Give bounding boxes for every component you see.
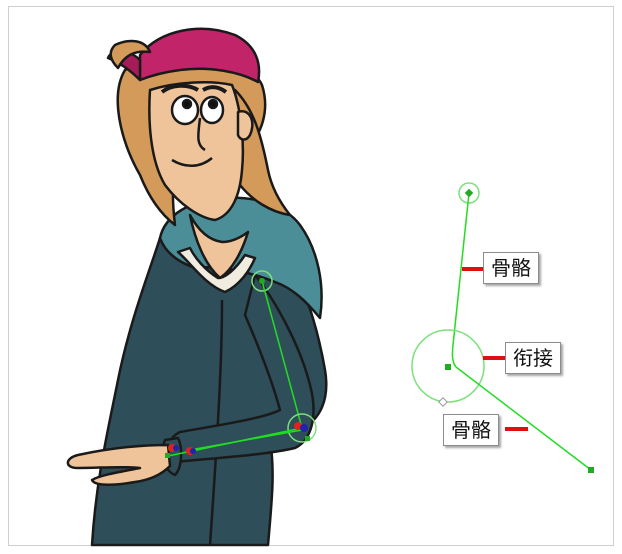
pivot-diamond-icon[interactable] [438,397,448,407]
forearm-bone-2[interactable] [189,429,303,451]
right-pupil [207,98,219,110]
joint-circle-icon[interactable] [411,329,485,403]
mouth [171,157,213,167]
label-bone-bottom: 骨骼 [443,414,499,446]
arm-rig [165,270,317,458]
label-bone-top: 骨骼 [483,252,539,284]
bone-rig-node-icon[interactable] [259,278,265,284]
bone-rig-node-icon[interactable] [165,453,170,458]
top-node-square[interactable] [464,188,474,198]
bone-bottom-line[interactable] [455,366,592,471]
upper-arm-bone[interactable] [261,280,303,429]
eyebrows [160,83,228,94]
hoodie-seam [208,299,224,546]
hair-bangs [109,39,152,70]
bone-rig-node-icon[interactable] [300,424,308,432]
shoulder-joint-circle[interactable] [251,270,273,292]
joint-node-square[interactable] [445,364,451,370]
nose [197,117,206,152]
bone-rig-node-icon[interactable] [190,448,196,454]
label-joint: 衔接 [505,342,561,374]
bone-rig-node-icon[interactable] [305,436,310,441]
bone-rig-node-icon[interactable] [173,445,179,451]
neck [188,213,250,280]
character [66,27,328,547]
shirt-collar [176,246,257,294]
ear [236,110,254,141]
top-joint-circle[interactable] [458,182,480,204]
elbow-joint-circle[interactable] [287,413,317,443]
end-node-square[interactable] [588,467,594,473]
bone-diagram [411,182,594,473]
hand [66,443,172,486]
bone-top-line[interactable] [451,192,470,368]
left-pupil [181,98,193,110]
cap [138,27,261,84]
